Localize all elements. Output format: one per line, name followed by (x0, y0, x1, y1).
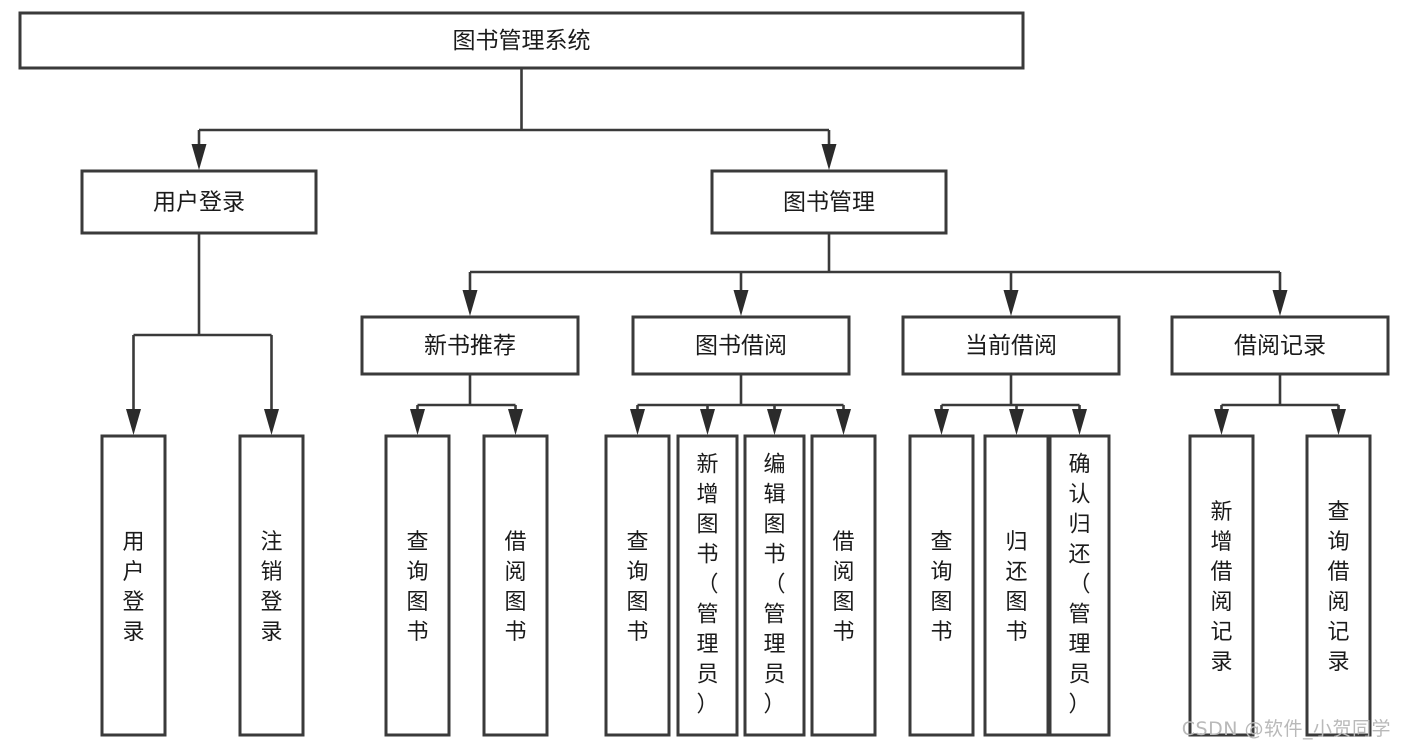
connector-edge-root-children (191, 68, 837, 170)
node-layer: 图书管理系统用户登录图书管理新书推荐图书借阅当前借阅借阅记录用户登录注销登录查询… (18, 11, 1390, 737)
node-box-leaf-borrow-book-2[interactable] (810, 434, 877, 737)
connector-layer (126, 68, 1346, 435)
node-label-borrow-record: 借阅记录 (1234, 333, 1326, 359)
node-label-leaf-confirm-return-admin: 确认归还（管理员） (1068, 452, 1090, 717)
node-box-leaf-borrow-book-1[interactable] (482, 434, 549, 737)
arrow-head-icon (934, 409, 949, 435)
node-label-root: 图书管理系统 (453, 28, 591, 54)
node-label-book-borrow: 图书借阅 (695, 333, 787, 359)
node-label-leaf-borrow-book-2: 借阅图书 (832, 530, 854, 645)
node-label-current-borrow: 当前借阅 (965, 333, 1057, 359)
node-book-manage[interactable]: 图书管理 (710, 169, 948, 235)
arrow-head-icon (410, 409, 425, 435)
node-leaf-add-book-admin[interactable]: 新增图书（管理员） (676, 434, 739, 737)
node-label-leaf-edit-book-admin: 编辑图书（管理员） (763, 452, 785, 717)
node-box-current-borrow[interactable] (901, 315, 1121, 376)
node-box-leaf-edit-book-admin[interactable] (743, 434, 806, 737)
arrow-head-icon (191, 144, 207, 170)
node-borrow-record[interactable]: 借阅记录 (1170, 315, 1390, 376)
arrow-head-icon (700, 409, 715, 435)
node-leaf-query-borrow-record[interactable]: 查询借阅记录 (1305, 434, 1372, 737)
connector-edge-borrow-record-children (1214, 374, 1346, 435)
node-label-user-login: 用户登录 (153, 190, 245, 216)
node-box-book-manage[interactable] (710, 169, 948, 235)
arrow-head-icon (630, 409, 645, 435)
node-label-leaf-user-login: 用户登录 (122, 530, 144, 645)
connector-edge-current-borrow-children (934, 374, 1087, 435)
node-box-leaf-confirm-return-admin[interactable] (1048, 434, 1111, 737)
node-new-book-recommend[interactable]: 新书推荐 (360, 315, 580, 376)
arrow-head-icon (821, 144, 837, 170)
node-label-leaf-query-book-3: 查询图书 (930, 530, 952, 645)
arrow-head-icon (1009, 409, 1024, 435)
node-box-leaf-logout-login[interactable] (238, 434, 305, 737)
node-root[interactable]: 图书管理系统 (18, 11, 1025, 70)
node-label-leaf-add-book-admin: 新增图书（管理员） (696, 452, 718, 717)
node-label-leaf-query-book-2: 查询图书 (626, 530, 648, 645)
node-box-new-book-recommend[interactable] (360, 315, 580, 376)
node-box-user-login[interactable] (80, 169, 318, 235)
node-box-leaf-user-login[interactable] (100, 434, 167, 737)
arrow-head-icon (1003, 290, 1019, 316)
arrow-head-icon (508, 409, 523, 435)
node-current-borrow[interactable]: 当前借阅 (901, 315, 1121, 376)
node-box-leaf-query-borrow-record[interactable] (1305, 434, 1372, 737)
node-leaf-query-book-1[interactable]: 查询图书 (384, 434, 451, 737)
node-box-leaf-add-book-admin[interactable] (676, 434, 739, 737)
node-leaf-add-borrow-record[interactable]: 新增借阅记录 (1188, 434, 1255, 737)
node-label-leaf-logout-login: 注销登录 (260, 530, 282, 645)
node-box-leaf-return-book[interactable] (983, 434, 1050, 737)
node-box-leaf-add-borrow-record[interactable] (1188, 434, 1255, 737)
arrow-head-icon (264, 409, 279, 435)
node-leaf-query-book-3[interactable]: 查询图书 (908, 434, 975, 737)
node-label-leaf-return-book: 归还图书 (1005, 530, 1027, 645)
node-box-root[interactable] (18, 11, 1025, 70)
arrow-head-icon (1331, 409, 1346, 435)
node-leaf-user-login[interactable]: 用户登录 (100, 434, 167, 737)
node-box-leaf-query-book-3[interactable] (908, 434, 975, 737)
arrow-head-icon (767, 409, 782, 435)
connector-edge-new-book-children (410, 374, 523, 435)
arrow-head-icon (1072, 409, 1087, 435)
arrow-head-icon (1272, 290, 1288, 316)
arrow-head-icon (836, 409, 851, 435)
node-label-leaf-borrow-book-1: 借阅图书 (504, 530, 526, 645)
node-leaf-logout-login[interactable]: 注销登录 (238, 434, 305, 737)
node-leaf-confirm-return-admin[interactable]: 确认归还（管理员） (1048, 434, 1111, 737)
node-label-leaf-query-book-1: 查询图书 (406, 530, 428, 645)
node-book-borrow[interactable]: 图书借阅 (631, 315, 851, 376)
arrow-head-icon (126, 409, 141, 435)
node-box-book-borrow[interactable] (631, 315, 851, 376)
node-label-leaf-add-borrow-record: 新增借阅记录 (1210, 500, 1232, 675)
node-leaf-query-book-2[interactable]: 查询图书 (604, 434, 671, 737)
node-box-leaf-query-book-2[interactable] (604, 434, 671, 737)
node-leaf-borrow-book-2[interactable]: 借阅图书 (810, 434, 877, 737)
node-label-leaf-query-borrow-record: 查询借阅记录 (1327, 500, 1349, 675)
node-label-new-book-recommend: 新书推荐 (424, 333, 516, 359)
node-box-leaf-query-book-1[interactable] (384, 434, 451, 737)
arrow-head-icon (733, 290, 749, 316)
connector-edge-user-login-children (126, 233, 279, 435)
connector-edge-book-borrow-children (630, 374, 851, 435)
arrow-head-icon (1214, 409, 1229, 435)
node-leaf-borrow-book-1[interactable]: 借阅图书 (482, 434, 549, 737)
arrow-head-icon (462, 290, 478, 316)
node-leaf-return-book[interactable]: 归还图书 (983, 434, 1050, 737)
node-leaf-edit-book-admin[interactable]: 编辑图书（管理员） (743, 434, 806, 737)
node-label-book-manage: 图书管理 (783, 190, 875, 216)
node-user-login[interactable]: 用户登录 (80, 169, 318, 235)
connector-edge-book-manage-children (462, 233, 1288, 316)
node-box-borrow-record[interactable] (1170, 315, 1390, 376)
